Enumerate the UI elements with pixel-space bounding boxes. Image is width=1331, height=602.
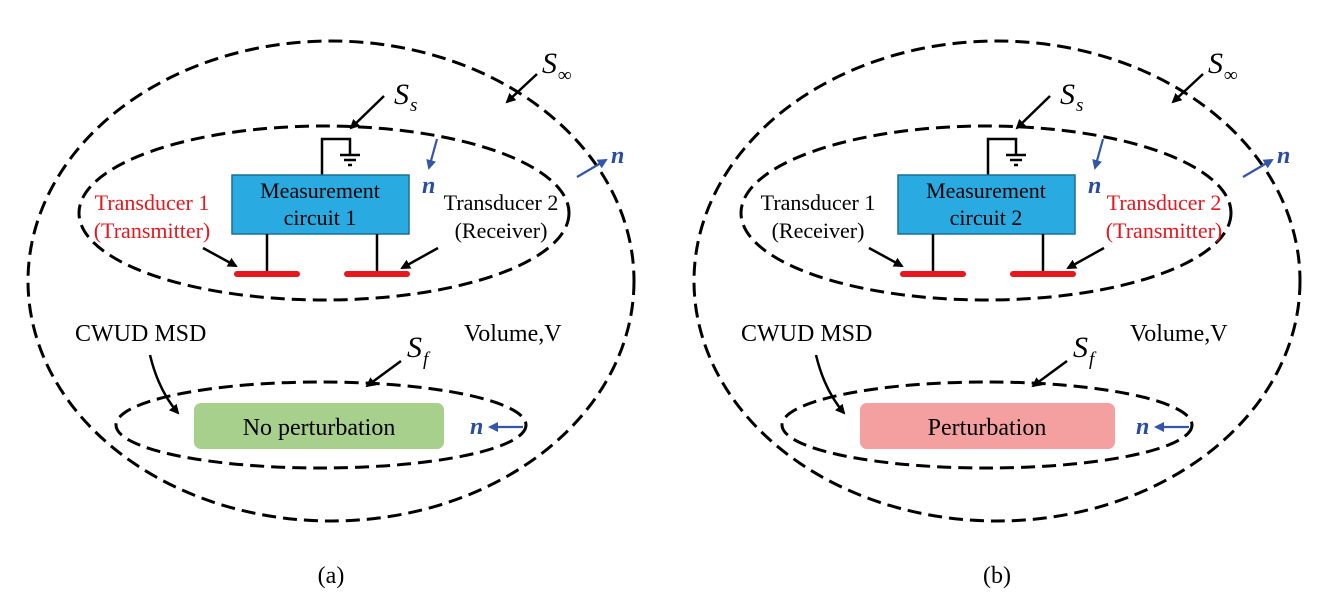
msd-pointer xyxy=(148,354,180,415)
source-surface-pointer xyxy=(1015,95,1051,130)
ground-wire xyxy=(320,137,352,175)
perturbation-state-label: Perturbation xyxy=(928,415,1047,441)
fluid-surface-normal-label: n xyxy=(1136,414,1149,440)
transducer-2-role: (Receiver) xyxy=(455,218,548,243)
msd-pointer xyxy=(814,354,846,415)
transducer-1-role: (Transmitter) xyxy=(94,218,211,243)
measurement-circuit-box xyxy=(897,174,1076,235)
source-surface-pointer xyxy=(349,95,385,130)
fluid-surface-boundary xyxy=(114,380,528,470)
panel-b: Measurement circuit 2 Transducer 1 (Rece… xyxy=(692,39,1302,589)
perturbation-state-label: No perturbation xyxy=(243,415,396,441)
msd-label: CWUD MSD xyxy=(741,321,872,347)
source-surface-symbol: Ss xyxy=(394,78,417,116)
source-surface-boundary xyxy=(77,124,571,302)
transducer-2-label: Transducer 2 xyxy=(1107,190,1222,215)
circuit-label-line1: Measurement xyxy=(260,178,380,203)
fluid-surface-pointer xyxy=(1031,359,1068,388)
fluid-surface-pointer xyxy=(365,359,402,388)
circuit-label-line2: circuit 1 xyxy=(284,205,357,230)
circuit-label-line1: Measurement xyxy=(926,178,1046,203)
volume-label: Volume,V xyxy=(464,321,562,347)
ground-wire xyxy=(986,137,1018,175)
outer-surface-symbol: S∞ xyxy=(542,47,572,86)
outer-surface-normal-arrow xyxy=(1242,158,1274,178)
transducer-1-label: Transducer 1 xyxy=(95,190,210,215)
transducer-2-pointer xyxy=(1066,246,1105,270)
source-surface-normal-arrow xyxy=(1092,138,1105,170)
circuit-label-line2: circuit 2 xyxy=(950,205,1023,230)
transducer-2-role: (Transmitter) xyxy=(1106,218,1223,243)
outer-surface-boundary xyxy=(26,39,636,523)
transducer-1-role: (Receiver) xyxy=(772,218,865,243)
transducer-2-pointer xyxy=(400,246,439,270)
source-surface-normal-label: n xyxy=(422,173,435,199)
outer-surface-boundary xyxy=(692,39,1302,523)
outer-surface-symbol: S∞ xyxy=(1208,47,1238,86)
transducer-2-label: Transducer 2 xyxy=(444,190,559,215)
fluid-surface-symbol: Sf xyxy=(407,331,431,370)
fluid-surface-symbol: Sf xyxy=(1073,331,1097,370)
source-surface-normal-label: n xyxy=(1088,173,1101,199)
outer-surface-pointer xyxy=(1171,73,1204,104)
ground-icon xyxy=(340,153,360,167)
source-surface-boundary xyxy=(739,124,1233,302)
source-surface-symbol: Ss xyxy=(1060,78,1083,116)
msd-label: CWUD MSD xyxy=(75,321,206,347)
transducer-1-pointer xyxy=(202,246,238,268)
fluid-surface-normal-label: n xyxy=(470,414,483,440)
outer-surface-pointer xyxy=(505,73,538,104)
transducer-1-label: Transducer 1 xyxy=(761,190,876,215)
source-surface-normal-arrow xyxy=(426,138,439,170)
panel-caption: (a) xyxy=(318,563,345,589)
outer-surface-normal-label: n xyxy=(1277,143,1290,169)
perturbation-state-box xyxy=(194,403,444,449)
ground-icon xyxy=(1006,153,1026,167)
panel-caption: (b) xyxy=(983,563,1011,589)
measurement-circuit-box xyxy=(231,174,410,235)
panel-a: Measurement circuit 1 Transducer 1 (Tran… xyxy=(26,39,636,589)
outer-surface-normal-label: n xyxy=(611,143,624,169)
outer-surface-normal-arrow xyxy=(576,158,608,178)
fluid-surface-boundary xyxy=(780,380,1194,470)
transducer-1-pointer xyxy=(868,246,904,268)
volume-label: Volume,V xyxy=(1130,321,1228,347)
perturbation-state-box xyxy=(860,403,1115,449)
